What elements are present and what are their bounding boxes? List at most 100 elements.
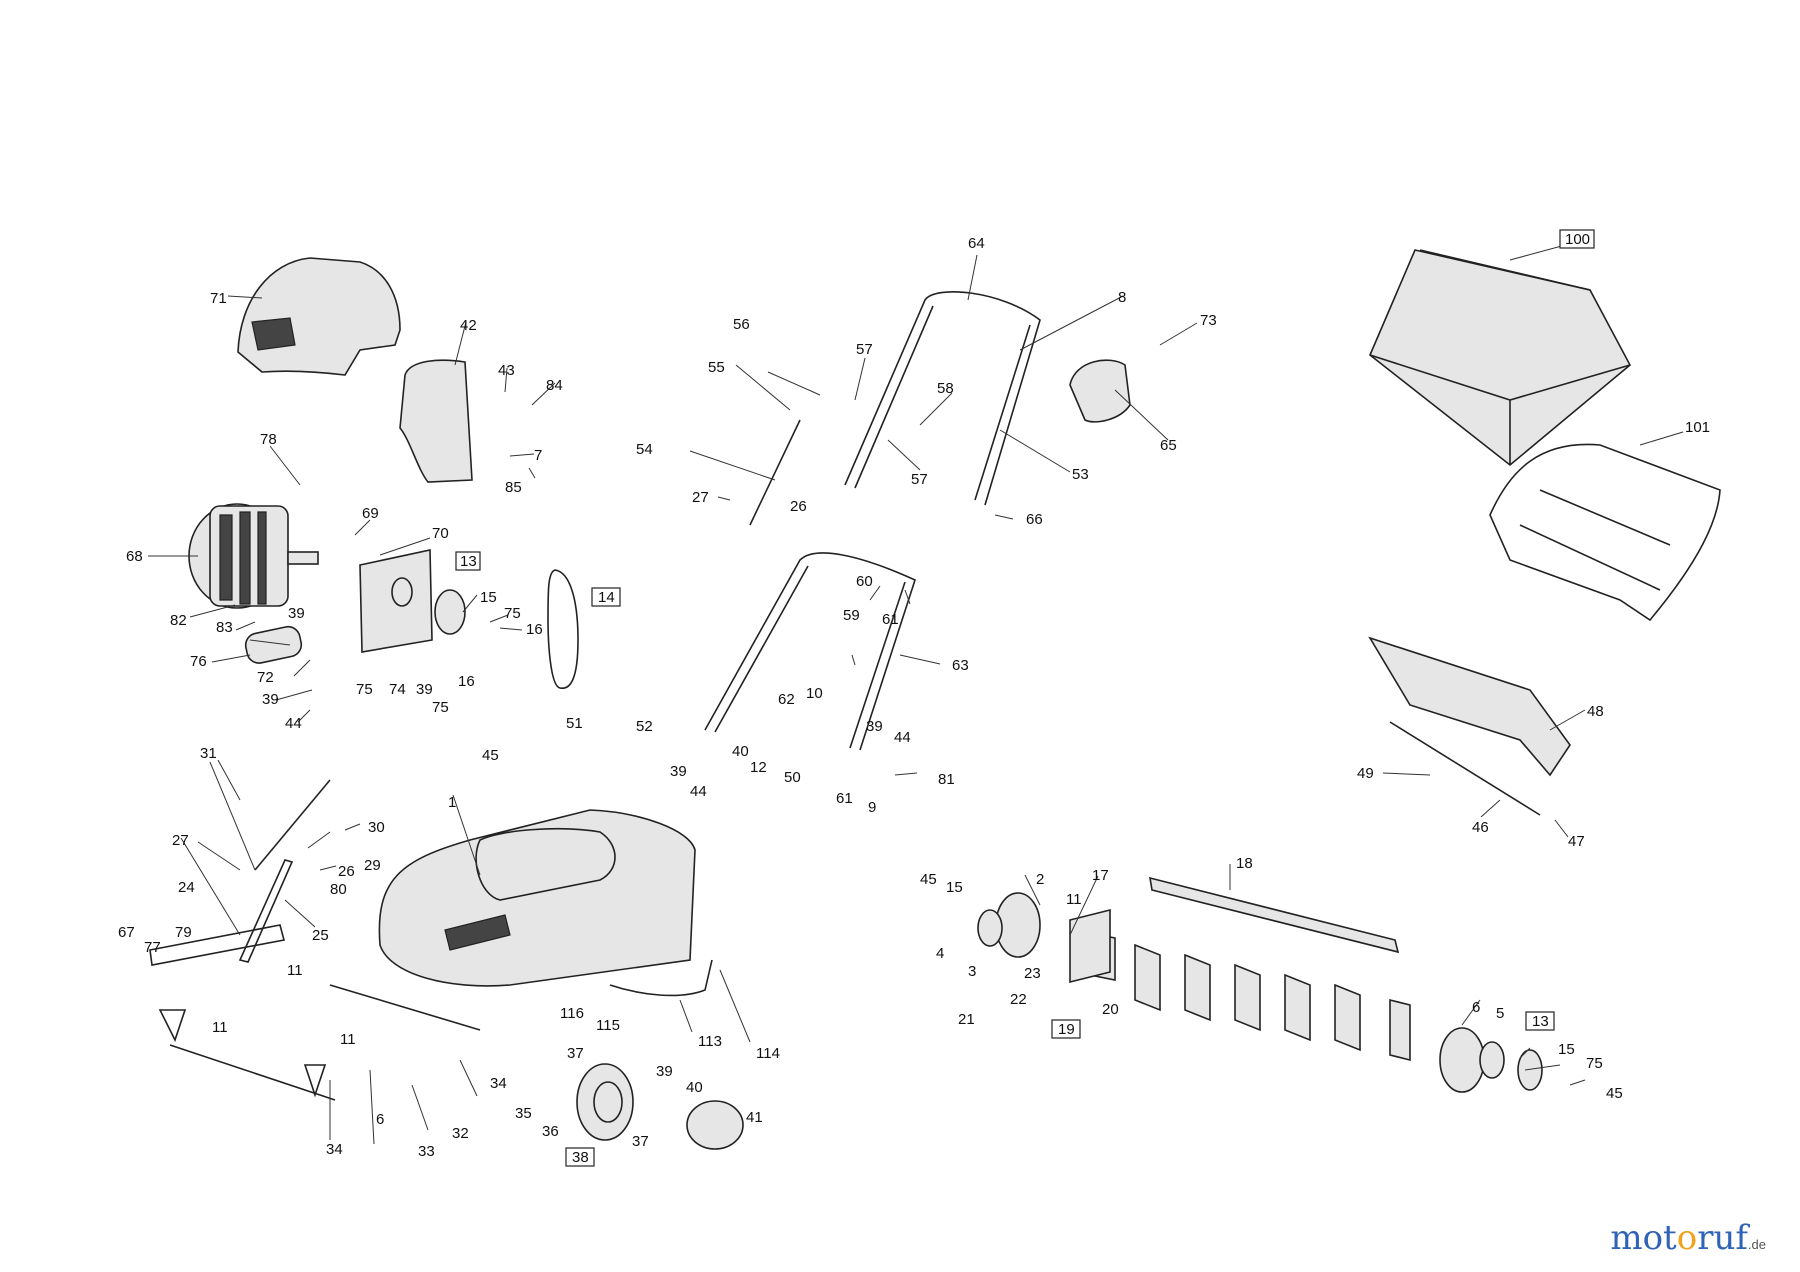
label-27b: 27: [172, 832, 189, 849]
label-6b: 6: [1472, 999, 1480, 1016]
part-drawings: [149, 249, 1721, 1150]
label-16a: 16: [458, 673, 475, 690]
label-56: 56: [733, 316, 750, 333]
label-39c: 39: [416, 681, 433, 698]
label-101: 101: [1685, 419, 1710, 436]
label-54: 54: [636, 441, 653, 458]
label-44c: 44: [690, 783, 707, 800]
motor-cover: [237, 257, 401, 376]
label-72: 72: [257, 669, 274, 686]
label-38: 38: [572, 1149, 589, 1166]
label-20: 20: [1102, 1001, 1119, 1018]
label-74: 74: [389, 681, 406, 698]
label-45a: 45: [482, 747, 499, 764]
label-7: 7: [534, 447, 542, 464]
label-55: 55: [708, 359, 725, 376]
wheel: [576, 1063, 634, 1141]
label-61b: 61: [836, 790, 853, 807]
label-85: 85: [505, 479, 522, 496]
leader-lines: [148, 243, 1684, 1145]
label-76: 76: [190, 653, 207, 670]
label-31: 31: [200, 745, 217, 762]
label-18: 18: [1236, 855, 1253, 872]
lever-rod: [749, 419, 801, 526]
label-13a: 13: [460, 553, 477, 570]
label-8: 8: [1118, 289, 1126, 306]
label-51: 51: [566, 715, 583, 732]
label-116: 116: [560, 1005, 584, 1022]
callout-labels: 71 42 43 84 7 85 78 69 70 68 82 83 39 76…: [118, 229, 1710, 1167]
label-3: 3: [968, 963, 976, 980]
label-77: 77: [144, 939, 161, 956]
label-45c: 45: [1606, 1085, 1623, 1102]
label-11c: 11: [340, 1031, 356, 1048]
label-22: 22: [1010, 991, 1027, 1008]
drive-belt: [547, 569, 579, 689]
height-plate: [149, 924, 285, 966]
label-49: 49: [1357, 765, 1374, 782]
label-25: 25: [312, 927, 329, 944]
brand-tld: .de: [1747, 1237, 1766, 1252]
label-32: 32: [452, 1125, 469, 1142]
label-39b: 39: [262, 691, 279, 708]
label-71: 71: [210, 290, 227, 307]
label-5: 5: [1496, 1005, 1504, 1022]
label-45b: 45: [920, 871, 937, 888]
label-57b: 57: [911, 471, 928, 488]
label-38-box: 38: [565, 1147, 595, 1167]
label-11a: 11: [287, 962, 303, 979]
cutting-shaft: [1149, 876, 1400, 954]
label-69: 69: [362, 505, 379, 522]
label-80: 80: [330, 881, 347, 898]
label-37b: 37: [632, 1133, 649, 1150]
label-84: 84: [546, 377, 563, 394]
label-47: 47: [1568, 833, 1585, 850]
motor-bracket: [359, 549, 433, 653]
scarifier-blades: [1074, 929, 1411, 1062]
label-78: 78: [260, 431, 277, 448]
label-53: 53: [1072, 466, 1089, 483]
label-57a: 57: [856, 341, 873, 358]
label-83: 83: [216, 619, 233, 636]
label-115: 115: [596, 1017, 620, 1034]
catcher-frame: [1489, 443, 1721, 622]
label-35: 35: [515, 1105, 532, 1122]
hub-cap: [686, 1100, 744, 1150]
label-50: 50: [784, 769, 801, 786]
label-113: 113: [698, 1033, 722, 1050]
grass-catcher-bag: [1369, 249, 1632, 467]
label-100: 100: [1565, 231, 1590, 248]
rear-axle: [169, 1044, 336, 1101]
label-68: 68: [126, 548, 143, 565]
label-39a: 39: [288, 605, 305, 622]
flap-rod: [1389, 721, 1541, 816]
label-52: 52: [636, 718, 653, 735]
label-48: 48: [1587, 703, 1604, 720]
label-66: 66: [1026, 511, 1043, 528]
label-11d: 11: [1066, 891, 1082, 908]
label-13b: 13: [1532, 1013, 1549, 1030]
label-26a: 26: [790, 498, 807, 515]
label-34a: 34: [490, 1075, 507, 1092]
label-39f: 39: [656, 1063, 673, 1080]
label-62: 62: [778, 691, 795, 708]
label-37a: 37: [567, 1045, 584, 1062]
pulley: [434, 589, 466, 635]
label-64: 64: [968, 235, 985, 252]
electric-motor: [188, 503, 319, 609]
front-axle: [329, 984, 481, 1031]
label-30: 30: [368, 819, 385, 836]
label-29: 29: [364, 857, 381, 874]
label-58: 58: [937, 380, 954, 397]
label-79: 79: [175, 924, 192, 941]
label-23: 23: [1024, 965, 1041, 982]
label-14: 14: [598, 589, 615, 606]
upper-handle: [844, 291, 1041, 506]
label-39e: 39: [670, 763, 687, 780]
label-70: 70: [432, 525, 449, 542]
brand-part3: ruf: [1697, 1218, 1748, 1258]
label-12: 12: [750, 759, 767, 776]
bearing-housing-right: [1439, 1027, 1485, 1093]
label-19-box: 19: [1051, 1019, 1081, 1039]
